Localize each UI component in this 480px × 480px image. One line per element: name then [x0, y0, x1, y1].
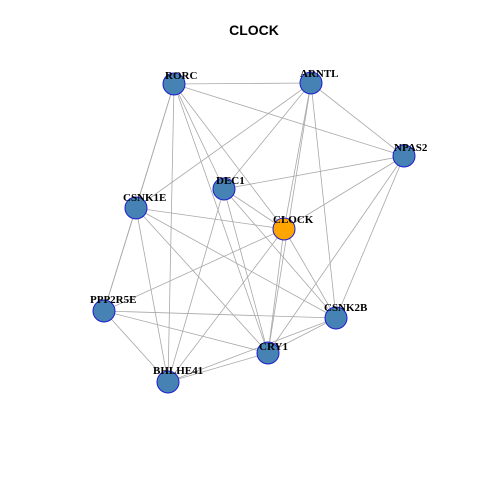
node-label-rorc: RORC — [165, 70, 197, 82]
edge-csnk1e-ppp2r5e — [103, 207, 137, 312]
edge-rorc-clock — [173, 83, 285, 230]
edge-csnk2b-bhlhe41 — [167, 317, 337, 383]
edge-npas2-dec1 — [223, 155, 405, 190]
edge-npas2-clock — [283, 155, 405, 230]
edge-csnk1e-cry1 — [135, 207, 269, 354]
edge-arntl-cry1 — [267, 82, 312, 354]
nodes-layer — [92, 71, 416, 394]
node-label-arntl: ARNTL — [300, 68, 339, 80]
edge-dec1-clock — [223, 188, 285, 230]
node-label-npas2: NPAS2 — [394, 142, 428, 154]
edges-layer — [103, 82, 405, 383]
edge-ppp2r5e-csnk2b — [103, 310, 337, 319]
edge-rorc-arntl — [173, 82, 312, 85]
node-label-csnk1e: CSNK1E — [123, 192, 166, 204]
edge-clock-csnk2b — [283, 228, 337, 319]
diagram-title: CLOCK — [229, 22, 279, 38]
edge-arntl-csnk1e — [135, 82, 312, 209]
node-npas2[interactable] — [392, 144, 416, 168]
edge-csnk2b-cry1 — [267, 317, 337, 354]
node-bhlhe41[interactable] — [156, 370, 180, 394]
node-clock[interactable] — [272, 217, 296, 241]
edge-clock-bhlhe41 — [167, 228, 285, 383]
edge-csnk1e-csnk2b — [135, 207, 337, 319]
edge-clock-ppp2r5e — [103, 228, 285, 312]
node-label-ppp2r5e: PPP2R5E — [90, 294, 136, 306]
node-csnk1e[interactable] — [124, 196, 148, 220]
node-label-clock: CLOCK — [273, 214, 314, 226]
edge-arntl-csnk2b — [310, 82, 337, 319]
node-dec1[interactable] — [212, 177, 236, 201]
edge-ppp2r5e-bhlhe41 — [103, 310, 169, 383]
node-label-dec1: DEC1 — [216, 175, 245, 187]
edge-rorc-cry1 — [173, 83, 269, 354]
edge-csnk1e-clock — [135, 207, 285, 230]
edge-arntl-dec1 — [223, 82, 312, 190]
node-ppp2r5e[interactable] — [92, 299, 116, 323]
edge-npas2-cry1 — [267, 155, 405, 354]
edge-dec1-bhlhe41 — [167, 188, 225, 383]
edge-cry1-bhlhe41 — [167, 352, 269, 383]
edge-arntl-npas2 — [310, 82, 405, 157]
node-arntl[interactable] — [299, 71, 323, 95]
edge-rorc-bhlhe41 — [167, 83, 175, 383]
node-label-bhlhe41: BHLHE41 — [153, 365, 203, 377]
node-label-csnk2b: CSNK2B — [324, 302, 368, 314]
node-csnk2b[interactable] — [324, 306, 348, 330]
edge-csnk1e-bhlhe41 — [135, 207, 169, 383]
node-cry1[interactable] — [256, 341, 280, 365]
node-rorc[interactable] — [162, 72, 186, 96]
edge-npas2-csnk2b — [335, 155, 405, 319]
edge-dec1-csnk2b — [223, 188, 337, 319]
edge-ppp2r5e-cry1 — [103, 310, 269, 354]
edge-rorc-dec1 — [173, 83, 225, 190]
edge-dec1-cry1 — [223, 188, 269, 354]
edge-rorc-npas2 — [173, 83, 405, 157]
node-label-cry1: CRY1 — [259, 341, 288, 353]
edge-arntl-clock — [283, 82, 312, 230]
edge-clock-cry1 — [267, 228, 285, 354]
